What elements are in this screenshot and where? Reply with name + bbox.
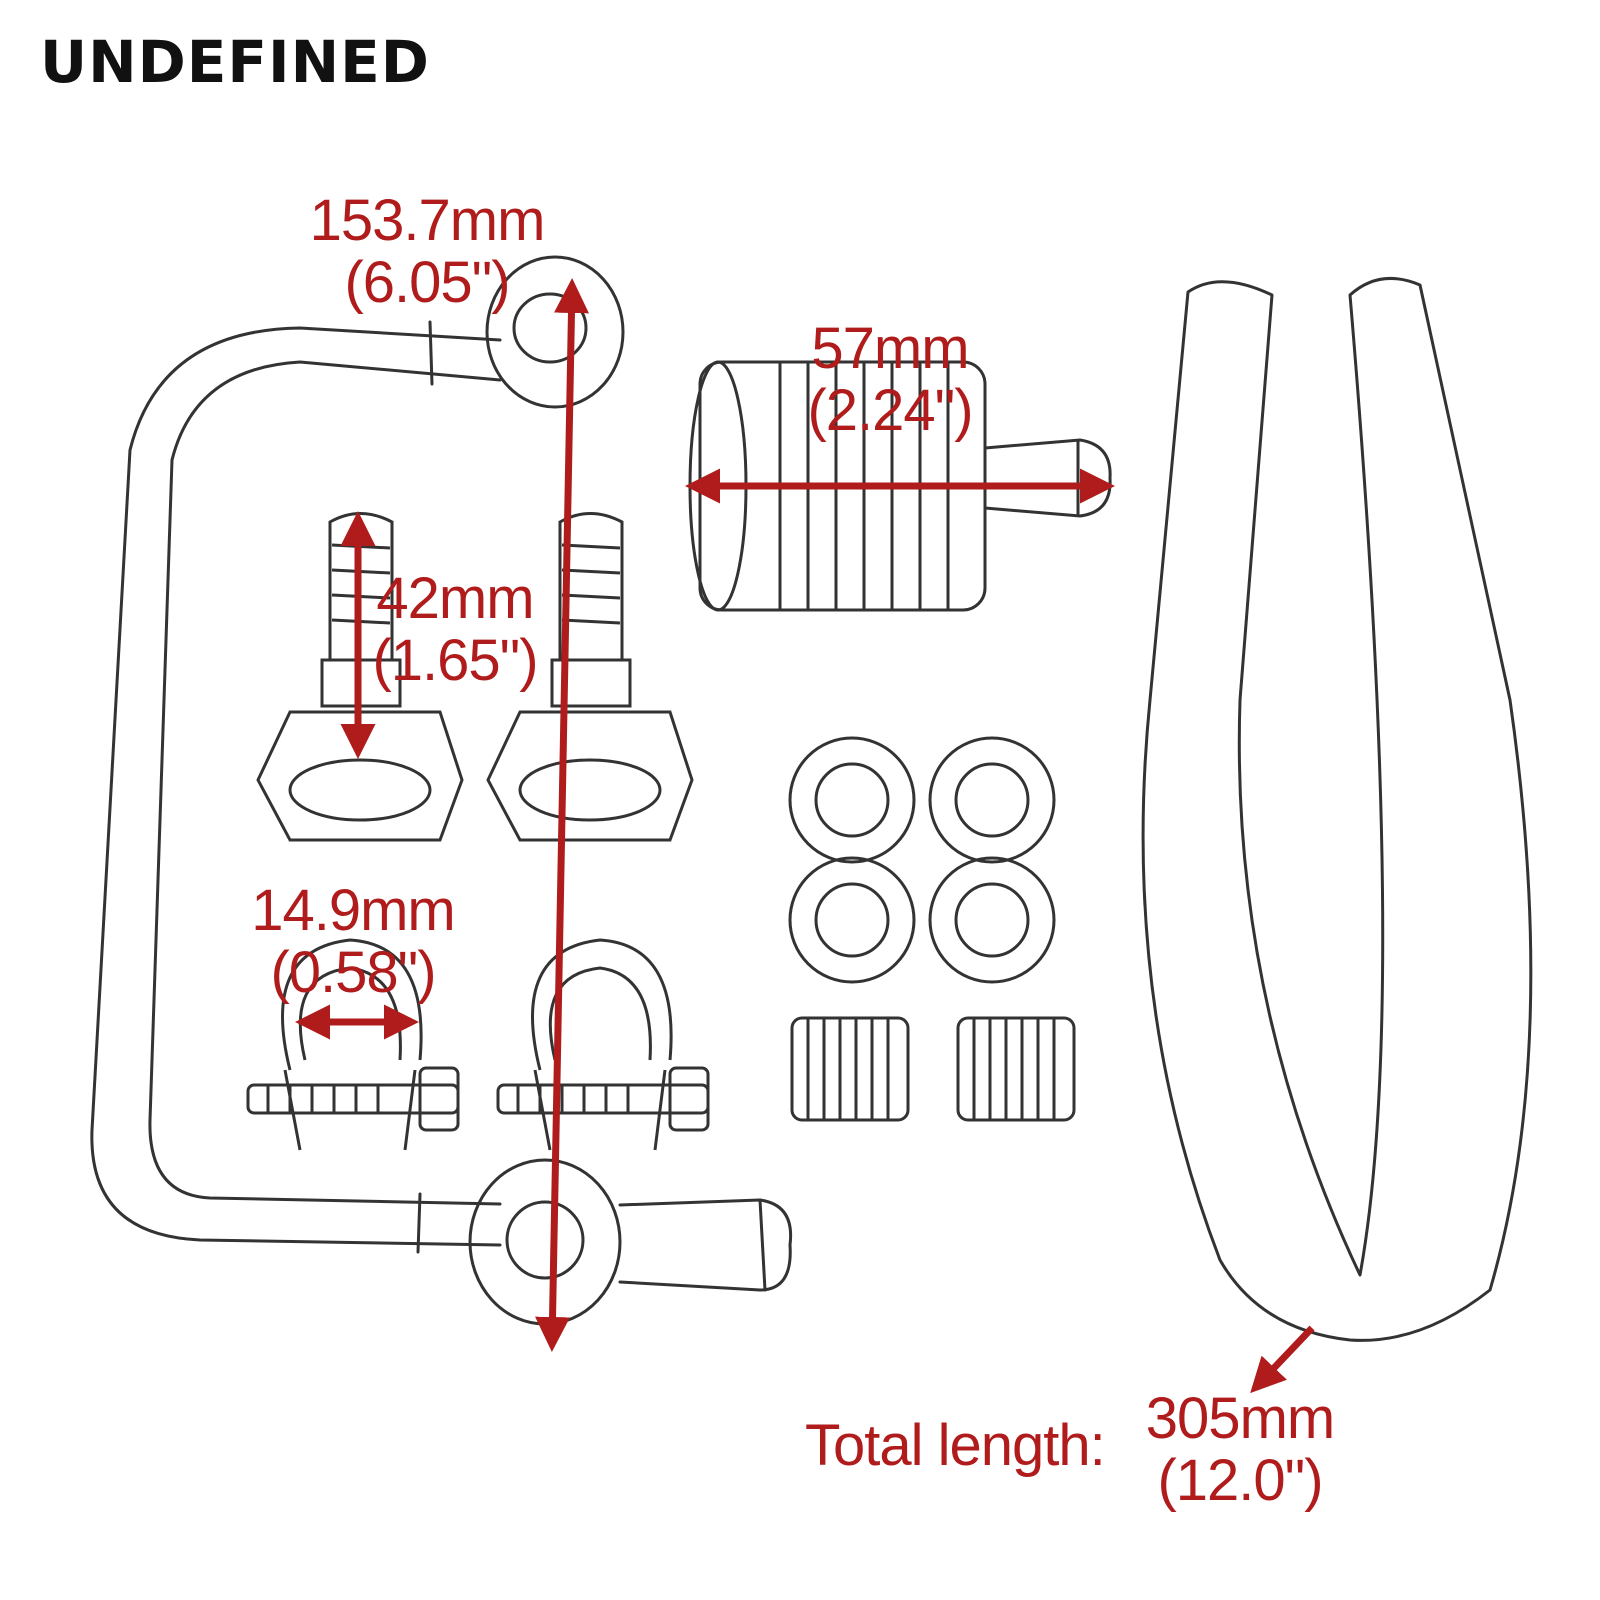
fuel-line-arrow — [535, 278, 589, 1352]
filter-mm: 57mm — [811, 316, 969, 381]
banjo-fuel-line — [90, 255, 793, 1326]
clamp-inch: (0.58") — [270, 940, 436, 1005]
fuel-hose — [1141, 277, 1533, 1342]
hose-inch: (12.0") — [1157, 1448, 1323, 1513]
crush-washers — [788, 736, 1056, 984]
clamp-dimension-label: 14.9mm (0.58") — [248, 880, 458, 1004]
dimension-arrows — [295, 278, 1315, 1394]
threaded-insert-right — [956, 1016, 1076, 1122]
filter-dimension-label: 57mm (2.24") — [790, 318, 990, 442]
clamp-mm: 14.9mm — [251, 878, 456, 943]
bolt-mm: 42mm — [376, 566, 534, 631]
threaded-insert-left — [790, 1016, 910, 1122]
hose-arrow — [1250, 1325, 1315, 1394]
fuel-line-mm: 153.7mm — [309, 188, 546, 253]
bolt-inch: (1.65") — [372, 628, 538, 693]
hose-clamp-right — [496, 938, 710, 1151]
hose-mm: 305mm — [1145, 1386, 1335, 1451]
fuel-line-dimension-label: 153.7mm (6.05") — [292, 190, 562, 314]
hose-dimension-label: 305mm (12.0") — [1140, 1388, 1340, 1512]
bolt-dimension-label: 42mm (1.65") — [370, 568, 540, 692]
fuel-line-inch: (6.05") — [344, 250, 510, 315]
brand-logo: UNDEFINED — [40, 28, 430, 96]
hose-clamp-left — [246, 938, 460, 1151]
filter-inch: (2.24") — [807, 378, 973, 443]
hose-total-length-label: Total length: — [805, 1413, 1106, 1478]
